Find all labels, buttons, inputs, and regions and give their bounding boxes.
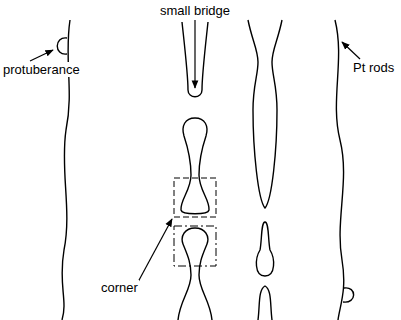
callout-label: small bridge — [159, 3, 231, 18]
callout-label: Pt rods — [352, 60, 395, 75]
protuberance-bump — [343, 288, 354, 302]
dashed-box — [174, 178, 216, 217]
callout-label: corner — [100, 280, 139, 295]
callout-label: protuberance — [2, 62, 81, 77]
dash-dot-box — [174, 226, 216, 266]
rod-piece — [181, 118, 209, 214]
rod-piece — [256, 222, 273, 276]
leader-arrow — [30, 50, 53, 61]
protuberance-bump — [57, 38, 67, 54]
right-rod — [335, 20, 344, 320]
rod-piece — [258, 286, 272, 320]
leader-arrow — [194, 20, 195, 88]
leader-arrow — [138, 219, 172, 282]
rod-piece — [248, 20, 282, 208]
rod-piece — [178, 228, 212, 320]
leader-arrow — [342, 42, 360, 59]
